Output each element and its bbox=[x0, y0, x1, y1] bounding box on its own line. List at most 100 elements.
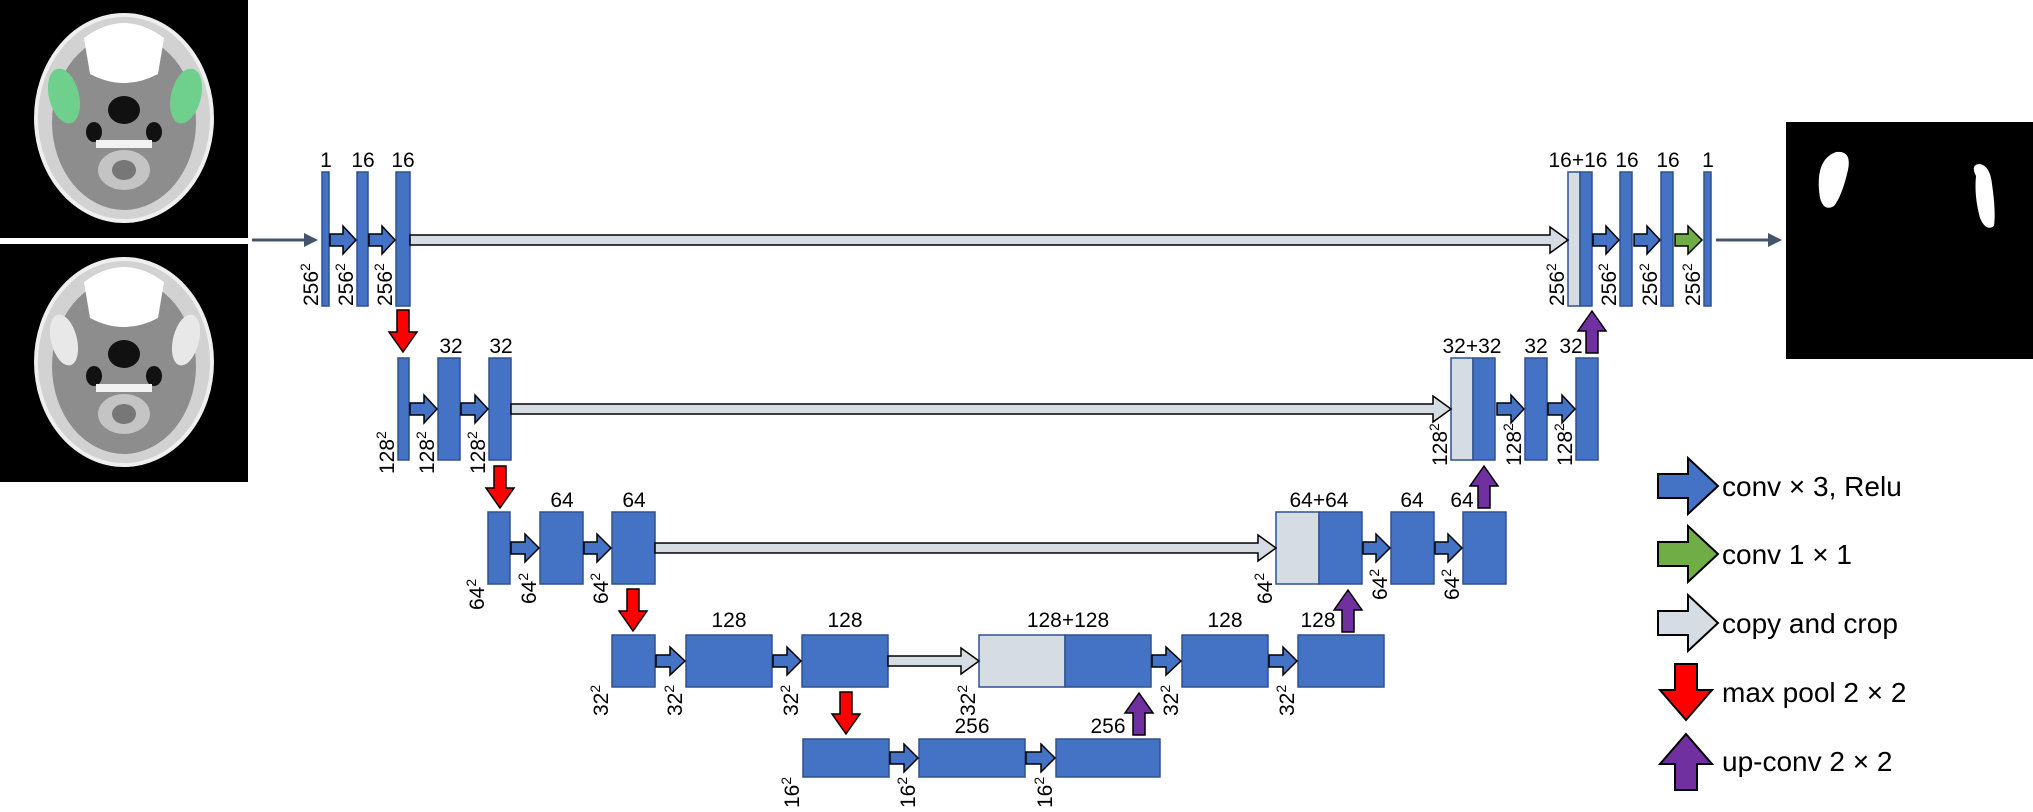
channel-label: 64+64 bbox=[1290, 489, 1349, 512]
channel-label: 1 bbox=[1702, 149, 1714, 172]
feature-map-1 bbox=[321, 171, 330, 307]
size-label: 2562 bbox=[1636, 263, 1662, 306]
legend-copy: copy and crop bbox=[1657, 592, 1898, 654]
size-label: 322 bbox=[587, 685, 613, 716]
size-label: 1282 bbox=[413, 431, 439, 474]
feature-map-5 bbox=[1524, 357, 1548, 461]
channel-label: 16 bbox=[1615, 149, 1638, 172]
feature-map-4 bbox=[1472, 357, 1496, 461]
legend: conv × 3, Relu conv 1 × 1 copy and crop … bbox=[1657, 455, 1906, 791]
feature-map-3 bbox=[801, 634, 889, 688]
output-feature-map bbox=[1703, 171, 1712, 307]
copied-feature-map bbox=[1450, 357, 1474, 461]
feature-map-6 bbox=[1575, 357, 1599, 461]
feature-map-1 bbox=[802, 738, 890, 778]
feature-map-3 bbox=[1055, 738, 1161, 778]
feature-map-4 bbox=[1318, 511, 1363, 585]
channel-label: 32 bbox=[489, 335, 512, 358]
size-label: 1282 bbox=[373, 431, 399, 474]
copy-arrow-level-2 bbox=[510, 394, 1453, 424]
feature-map-5 bbox=[1390, 511, 1435, 585]
feature-map-1 bbox=[611, 634, 656, 688]
channel-label: 128 bbox=[1207, 609, 1242, 632]
feature-map-6 bbox=[1462, 511, 1507, 585]
channel-labels: 1 16 16 32 32 64 64 128 128 256 256 128+… bbox=[320, 149, 1714, 738]
level-4-decoder bbox=[978, 634, 1385, 688]
channel-label: 16 bbox=[351, 149, 374, 172]
io-arrows bbox=[252, 233, 1782, 247]
feature-map-2 bbox=[685, 634, 773, 688]
copy-arrow-level-3 bbox=[654, 533, 1278, 563]
conv-arrow-icon bbox=[1657, 455, 1720, 517]
legend-maxpool: max pool 2 × 2 bbox=[1657, 663, 1906, 722]
size-label: 162 bbox=[778, 777, 804, 808]
legend-label: max pool 2 × 2 bbox=[1722, 677, 1906, 708]
feature-map-3 bbox=[488, 357, 512, 461]
feature-map-2 bbox=[918, 738, 1026, 778]
size-label: 1282 bbox=[464, 431, 490, 474]
conv1x1-arrow bbox=[1674, 224, 1704, 256]
size-label: 2562 bbox=[297, 263, 323, 306]
legend-upconv: up-conv 2 × 2 bbox=[1657, 732, 1892, 791]
feature-map-2 bbox=[356, 171, 369, 307]
bottleneck bbox=[802, 738, 1161, 778]
size-label: 642 bbox=[463, 579, 489, 610]
channel-label: 64 bbox=[1450, 489, 1474, 512]
channel-label: 32 bbox=[1559, 335, 1582, 358]
feature-map-3 bbox=[611, 511, 656, 585]
input-image-top bbox=[0, 0, 248, 238]
size-label: 2562 bbox=[332, 263, 358, 306]
channel-label: 128 bbox=[827, 609, 862, 632]
channel-label: 1 bbox=[320, 149, 332, 172]
channel-label: 64 bbox=[550, 489, 574, 512]
upconv-arrows bbox=[1123, 309, 1608, 736]
channel-label: 16+16 bbox=[1549, 149, 1608, 172]
feature-map-6 bbox=[1660, 171, 1674, 307]
copy-arrow-level-4 bbox=[887, 646, 981, 676]
size-label: 322 bbox=[661, 685, 687, 716]
legend-conv: conv × 3, Relu bbox=[1657, 455, 1902, 517]
size-label: 2562 bbox=[1543, 263, 1569, 306]
size-label: 1282 bbox=[1500, 423, 1526, 466]
size-label: 162 bbox=[1031, 777, 1057, 808]
feature-map-4 bbox=[1579, 171, 1593, 307]
channel-label: 64 bbox=[622, 489, 646, 512]
size-labels: 2562 2562 2562 2562 2562 2562 2562 1282 … bbox=[297, 263, 1705, 808]
size-label: 642 bbox=[1251, 573, 1277, 604]
size-label: 1282 bbox=[1551, 423, 1577, 466]
feature-map-2 bbox=[437, 357, 461, 461]
size-label: 322 bbox=[1273, 685, 1299, 716]
size-label: 2562 bbox=[1679, 263, 1705, 306]
copy-crop-arrows bbox=[409, 225, 1570, 676]
maxpool-arrow-icon bbox=[1657, 663, 1715, 722]
channel-label: 256 bbox=[954, 715, 989, 738]
channel-label: 32 bbox=[1524, 335, 1547, 358]
size-label: 322 bbox=[777, 685, 803, 716]
size-label: 2562 bbox=[371, 263, 397, 306]
size-label: 322 bbox=[1157, 685, 1183, 716]
channel-label: 16 bbox=[1656, 149, 1679, 172]
channel-label: 128 bbox=[711, 609, 746, 632]
copied-feature-map bbox=[978, 634, 1066, 688]
level-4-encoder bbox=[611, 634, 889, 688]
legend-label: up-conv 2 × 2 bbox=[1722, 746, 1892, 777]
level-1-encoder bbox=[321, 171, 411, 307]
level-3-encoder bbox=[487, 511, 656, 585]
copy-arrow-icon bbox=[1657, 592, 1720, 654]
feature-map-1 bbox=[487, 511, 511, 585]
size-label: 642 bbox=[587, 573, 613, 604]
feature-map-3 bbox=[395, 171, 411, 307]
channel-label: 128 bbox=[1300, 609, 1335, 632]
size-label: 1282 bbox=[1426, 423, 1452, 466]
channel-label: 32+32 bbox=[1443, 335, 1502, 358]
size-label: 642 bbox=[1366, 569, 1392, 600]
legend-label: conv 1 × 1 bbox=[1722, 539, 1852, 570]
level-1-decoder bbox=[1567, 171, 1712, 307]
upconv-arrow-icon bbox=[1657, 732, 1715, 791]
feature-map-2 bbox=[539, 511, 584, 585]
size-label: 642 bbox=[1438, 569, 1464, 600]
level-3-decoder bbox=[1275, 511, 1507, 585]
conv1x1-arrow-icon bbox=[1657, 523, 1720, 585]
feature-map-1 bbox=[397, 357, 410, 461]
